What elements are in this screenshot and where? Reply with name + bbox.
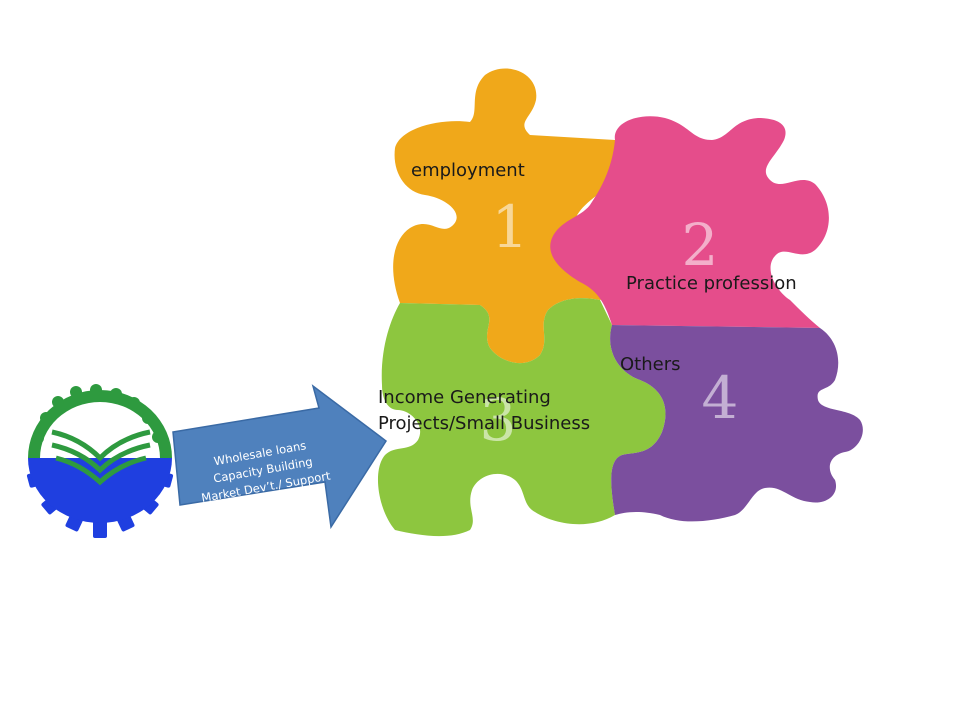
puzzle-piece-2: [550, 116, 829, 328]
label-others: Others: [620, 354, 681, 375]
label-income-line2: Projects/Small Business: [378, 413, 591, 434]
label-employment: employment: [411, 160, 525, 181]
label-income-generating: Income Generating Projects/Small Busines…: [378, 385, 590, 437]
gear-people-logo-icon: [26, 384, 174, 538]
piece-4-number: 4: [702, 364, 739, 432]
piece-3-number: 3: [480, 386, 517, 454]
puzzle-piece-4: [610, 325, 863, 522]
label-practice-profession: Practice profession: [626, 273, 797, 294]
support-arrow: [172, 384, 388, 530]
piece-1-number: 1: [492, 193, 529, 261]
puzzle-piece-3: [377, 298, 666, 537]
label-income-line1: Income Generating: [378, 387, 551, 408]
piece-2-number: 2: [682, 211, 719, 279]
puzzle-piece-1: [393, 68, 627, 364]
